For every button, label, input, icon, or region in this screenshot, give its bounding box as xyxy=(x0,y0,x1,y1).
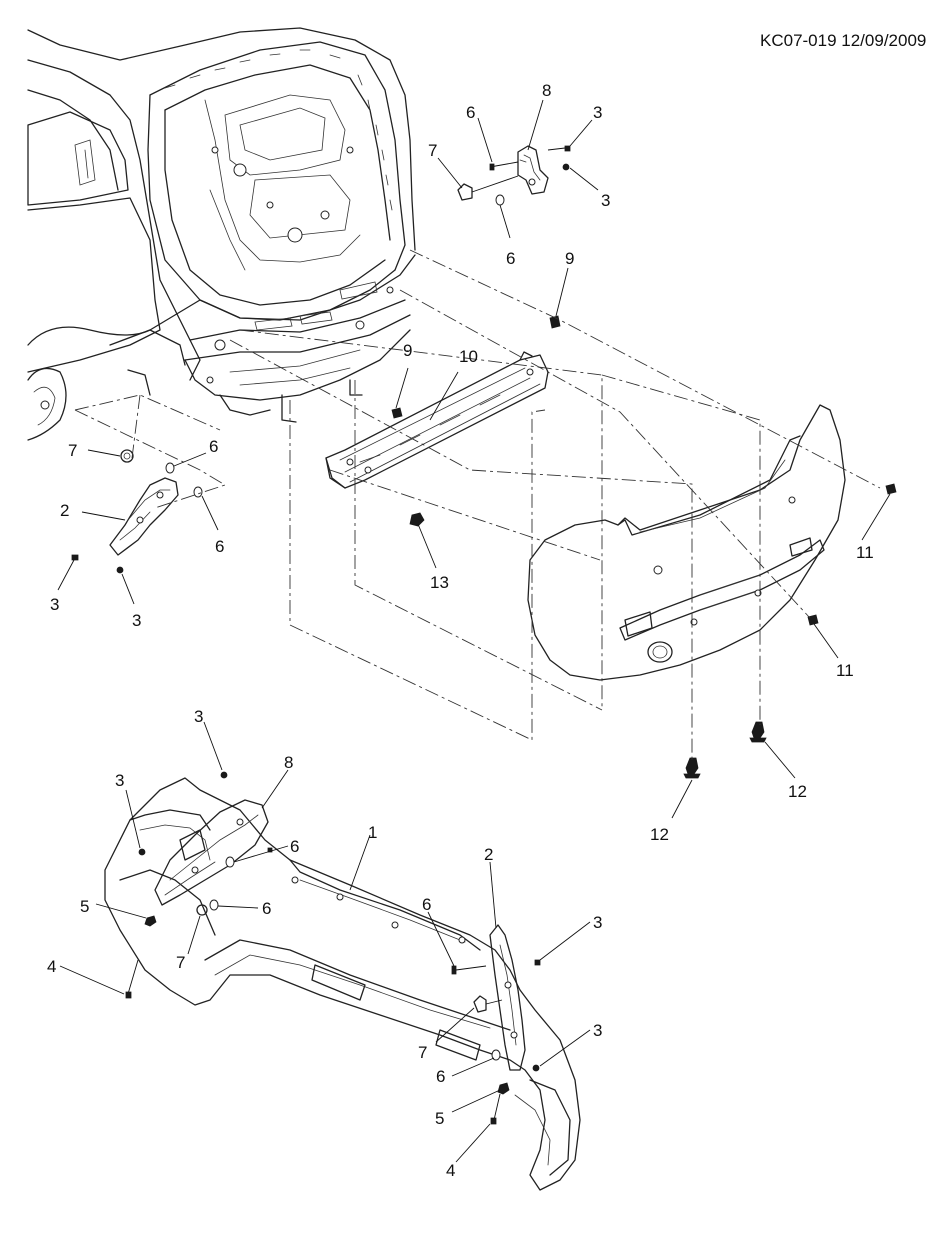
callout-6: 6 xyxy=(436,1067,445,1086)
callout-2: 2 xyxy=(60,501,69,520)
leader-lines xyxy=(57,99,891,1163)
bumper-bracket-lower-left xyxy=(154,799,269,906)
callout-1: 1 xyxy=(368,823,377,842)
impact-bar xyxy=(325,351,549,489)
callout-7: 7 xyxy=(418,1043,427,1062)
nut-icon xyxy=(497,1082,510,1095)
callout-11: 11 xyxy=(836,661,854,680)
callout-6: 6 xyxy=(290,837,299,856)
clip-icon xyxy=(885,483,897,495)
screw-icon xyxy=(138,848,146,856)
callout-8: 8 xyxy=(284,753,293,772)
screw-icon xyxy=(562,163,570,171)
washer-icon xyxy=(209,899,219,911)
washer-icon xyxy=(225,856,235,868)
callout-10: 10 xyxy=(459,347,478,366)
callout-6: 6 xyxy=(422,895,431,914)
nut-icon xyxy=(409,512,425,527)
callout-9: 9 xyxy=(403,341,412,360)
callout-8: 8 xyxy=(542,81,551,100)
vehicle-rear-body xyxy=(27,27,416,441)
callout-11: 11 xyxy=(856,543,874,562)
screw-icon xyxy=(532,1064,540,1072)
screw-icon xyxy=(220,771,228,779)
push-pin-icon xyxy=(749,721,767,743)
callout-3: 3 xyxy=(601,191,610,210)
bumper-bracket-lower-right xyxy=(489,924,526,1071)
screw-icon xyxy=(547,145,571,152)
callout-3: 3 xyxy=(194,707,203,726)
callout-5: 5 xyxy=(80,897,89,916)
clip-icon xyxy=(807,614,819,626)
callout-7: 7 xyxy=(176,953,185,972)
callout-13: 13 xyxy=(430,573,449,592)
push-pin-icon xyxy=(457,175,519,201)
callout-3: 3 xyxy=(50,595,59,614)
reference-code: KC07-019 12/09/2009 xyxy=(760,31,927,50)
callout-3: 3 xyxy=(132,611,141,630)
callout-labels: 8 6 3 7 3 6 9 9 10 7 6 2 6 3 3 13 11 11 … xyxy=(47,81,874,1180)
callout-6: 6 xyxy=(466,103,475,122)
bumper-fascia-lower xyxy=(104,777,581,1191)
callout-4: 4 xyxy=(47,957,56,976)
screw-icon xyxy=(125,959,139,999)
callout-3: 3 xyxy=(593,913,602,932)
screw-icon xyxy=(451,965,487,975)
push-pin-icon xyxy=(196,904,208,916)
callout-5: 5 xyxy=(435,1109,444,1128)
callout-3: 3 xyxy=(593,103,602,122)
washer-icon xyxy=(495,194,505,206)
bumper-fascia-upper xyxy=(527,404,846,681)
push-pin-icon xyxy=(683,757,701,779)
callout-3: 3 xyxy=(115,771,124,790)
callout-9: 9 xyxy=(565,249,574,268)
screw-icon xyxy=(116,566,124,574)
callout-2: 2 xyxy=(484,845,493,864)
clip-icon xyxy=(391,407,403,419)
screw-icon xyxy=(534,959,541,966)
callout-7: 7 xyxy=(68,441,77,460)
callout-6: 6 xyxy=(215,537,224,556)
washer-icon xyxy=(491,1049,501,1061)
bumper-bracket-upper-right xyxy=(517,145,549,195)
washer-icon xyxy=(193,486,203,498)
push-pin-icon xyxy=(473,995,503,1013)
screw-icon xyxy=(489,161,519,171)
alignment-lines xyxy=(74,249,881,760)
bumper-bracket-upper-left xyxy=(109,477,179,556)
washer-icon xyxy=(165,462,175,474)
callout-7: 7 xyxy=(428,141,437,160)
callout-6: 6 xyxy=(506,249,515,268)
callout-6: 6 xyxy=(209,437,218,456)
push-pin-icon xyxy=(120,449,134,463)
screw-icon xyxy=(71,554,79,561)
callout-12: 12 xyxy=(650,825,669,844)
screw-icon xyxy=(490,1093,501,1125)
nut-icon xyxy=(144,915,157,927)
callout-3: 3 xyxy=(593,1021,602,1040)
callout-4: 4 xyxy=(446,1161,455,1180)
callout-6: 6 xyxy=(262,899,271,918)
callout-12: 12 xyxy=(788,782,807,801)
